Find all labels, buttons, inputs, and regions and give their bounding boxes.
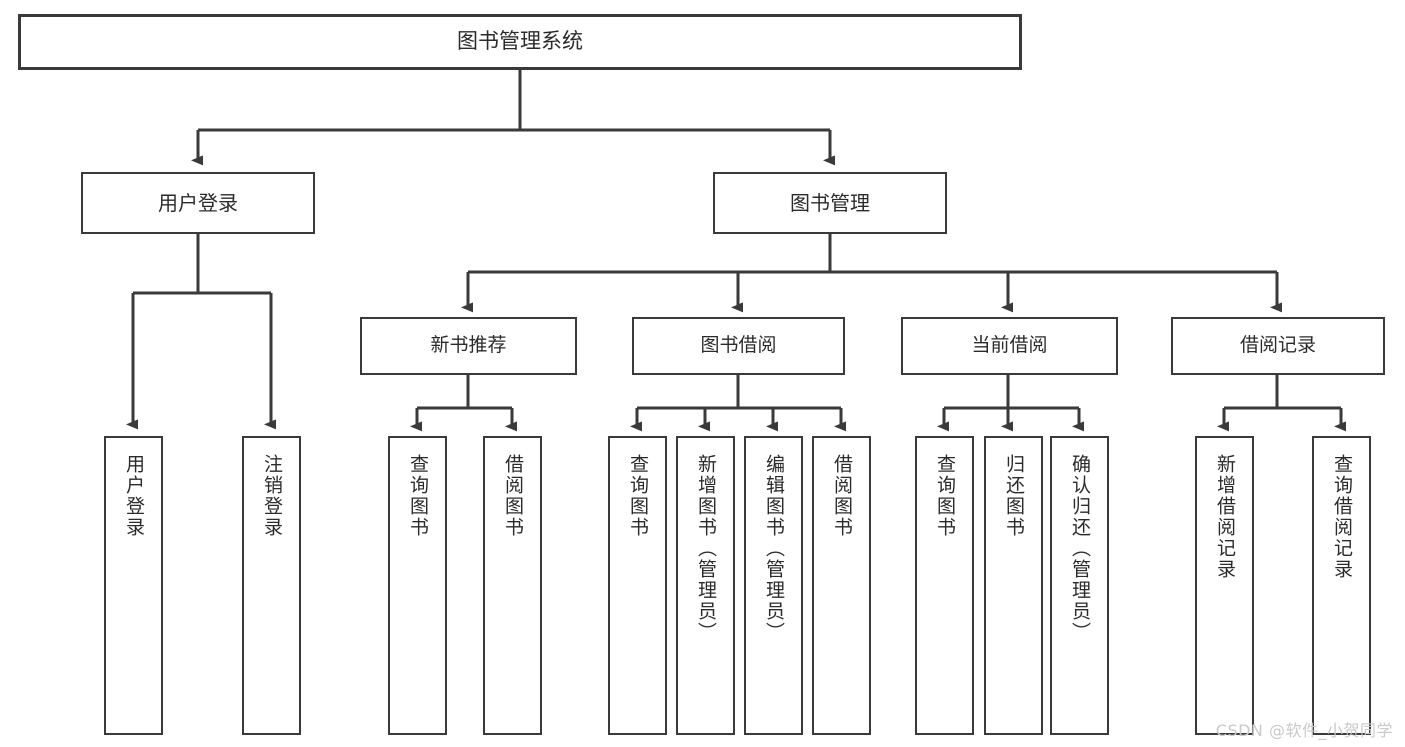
node-label: 借阅记录	[1239, 334, 1316, 357]
leaf-user-login-signin[interactable]: 用户登录	[104, 436, 163, 735]
node-label: 图书管理	[790, 190, 870, 215]
leaf-book-borrow-query[interactable]: 查询图书	[608, 436, 667, 735]
leaf-book-borrow-add[interactable]: 新增图书（管理员）	[676, 436, 735, 735]
node-book-management[interactable]: 图书管理	[713, 172, 947, 234]
leaf-book-borrow-borrow[interactable]: 借阅图书	[812, 436, 871, 735]
leaf-label: 查询图书	[934, 454, 956, 538]
node-new-book-recommend[interactable]: 新书推荐	[360, 317, 577, 375]
leaf-label: 注销登录	[261, 454, 283, 538]
leaf-label: 新增图书（管理员）	[695, 454, 717, 643]
node-borrow-record[interactable]: 借阅记录	[1171, 317, 1385, 375]
node-book-borrow[interactable]: 图书借阅	[632, 317, 845, 375]
leaf-new-book-borrow[interactable]: 借阅图书	[483, 436, 542, 735]
leaf-label: 查询图书	[627, 454, 649, 538]
leaf-label: 查询借阅记录	[1331, 454, 1353, 580]
leaf-user-login-signout[interactable]: 注销登录	[242, 436, 301, 735]
node-label: 用户登录	[158, 190, 238, 215]
node-label: 新书推荐	[430, 334, 507, 357]
leaf-borrow-record-query[interactable]: 查询借阅记录	[1312, 436, 1371, 735]
leaf-book-borrow-edit[interactable]: 编辑图书（管理员）	[744, 436, 803, 735]
csdn-watermark: CSDN @软件_小贺同学	[1215, 721, 1393, 740]
node-current-borrow[interactable]: 当前借阅	[901, 317, 1118, 375]
leaf-new-book-query[interactable]: 查询图书	[388, 436, 447, 735]
leaf-borrow-record-add[interactable]: 新增借阅记录	[1195, 436, 1254, 735]
leaf-label: 查询图书	[407, 454, 429, 538]
leaf-label: 新增借阅记录	[1214, 454, 1236, 580]
leaf-current-borrow-return[interactable]: 归还图书	[984, 436, 1043, 735]
leaf-label: 用户登录	[123, 454, 145, 538]
node-label: 当前借阅	[971, 334, 1048, 357]
leaf-label: 编辑图书（管理员）	[763, 454, 785, 643]
node-user-login[interactable]: 用户登录	[81, 172, 315, 234]
node-root-library-system[interactable]: 图书管理系统	[18, 14, 1022, 70]
leaf-label: 借阅图书	[831, 454, 853, 538]
leaf-label: 确认归还（管理员）	[1069, 454, 1091, 643]
leaf-current-borrow-query[interactable]: 查询图书	[915, 436, 974, 735]
leaf-label: 借阅图书	[502, 454, 524, 538]
node-label: 图书管理系统	[457, 29, 583, 54]
leaf-label: 归还图书	[1003, 454, 1025, 538]
node-label: 图书借阅	[700, 334, 777, 357]
leaf-current-borrow-confirm-return[interactable]: 确认归还（管理员）	[1050, 436, 1109, 735]
